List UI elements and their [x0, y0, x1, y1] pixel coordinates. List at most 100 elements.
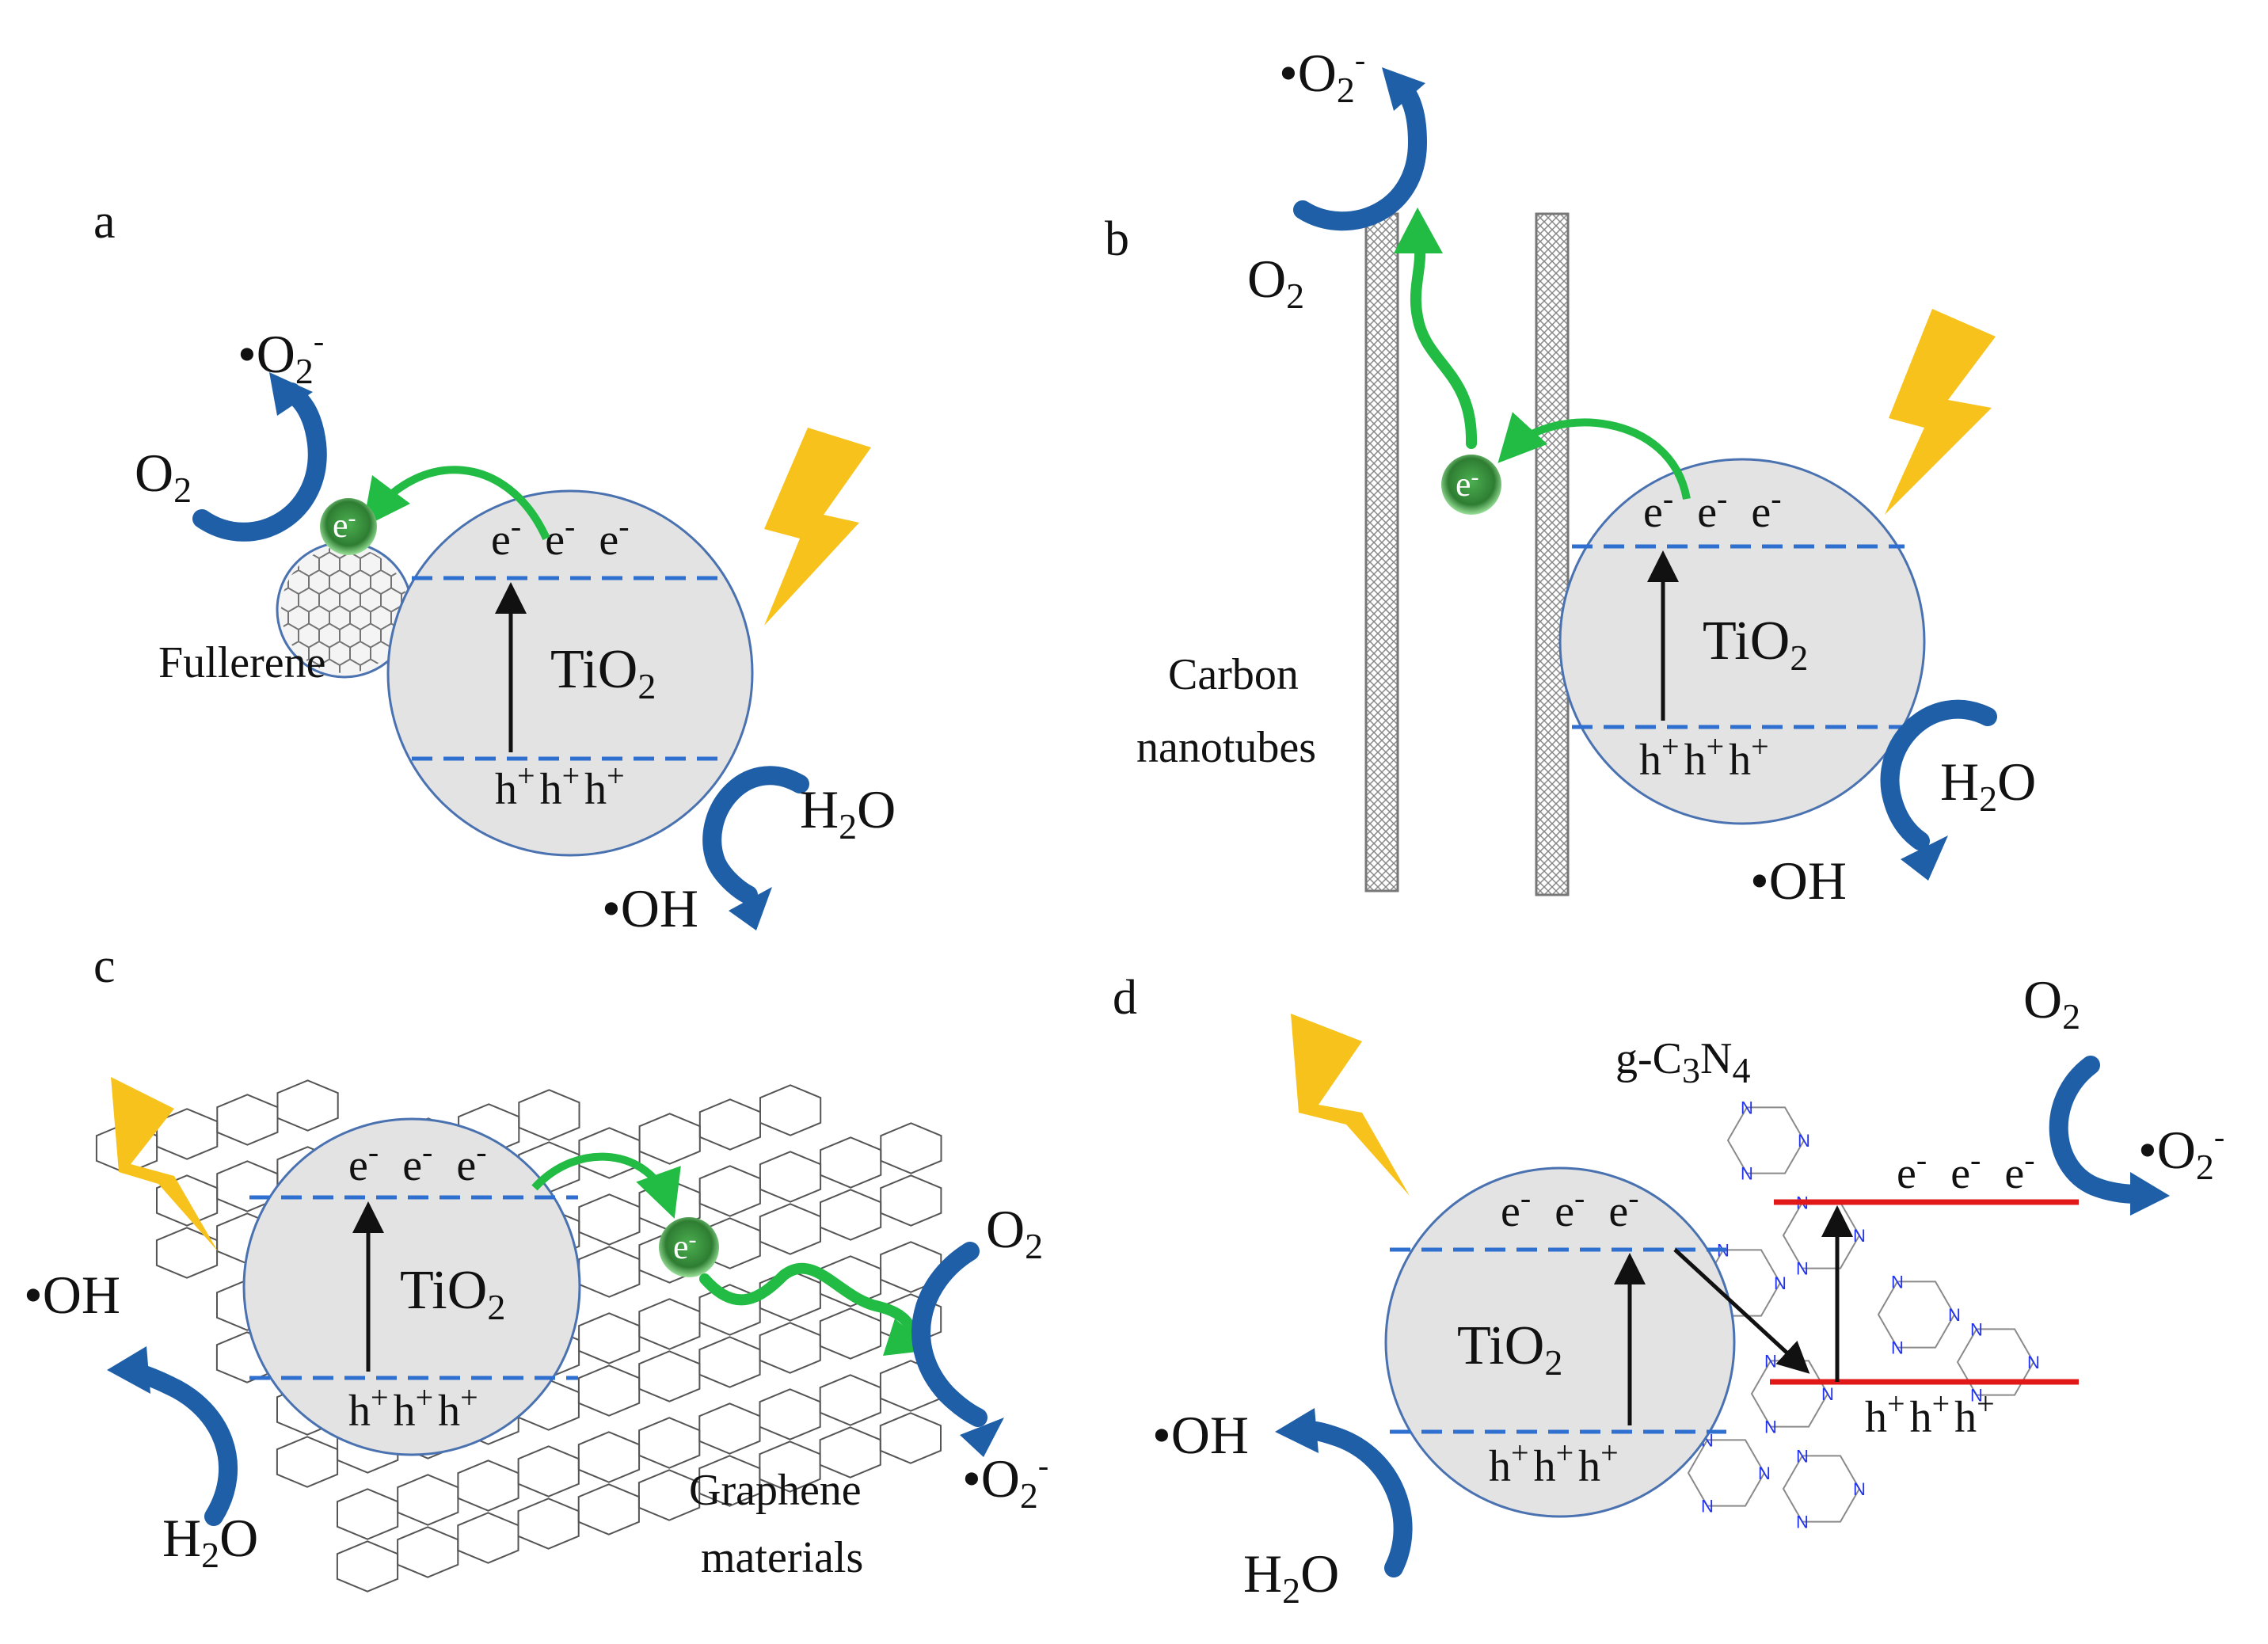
- graphene-cell: [759, 1151, 822, 1203]
- gcn-nitrogen-atom: N: [1774, 1273, 1787, 1293]
- graphene-cell: [638, 1113, 701, 1165]
- reaction-arrow-icon: [702, 766, 809, 904]
- reaction-arrow-icon: [192, 382, 327, 542]
- fullerene-label: Fullerene: [158, 638, 325, 687]
- electron-transfer-arrow: [362, 466, 550, 541]
- graphene-cell: [759, 1269, 821, 1322]
- graphene-cell: [880, 1174, 942, 1227]
- graphene-cell: [880, 1122, 942, 1174]
- tio2-label: TiO2: [1703, 611, 1808, 678]
- superoxide-label: •O2-: [2138, 1119, 2224, 1187]
- hole-labels: h+h+h+: [495, 758, 625, 814]
- gcn-nitrogen-atom: N: [1764, 1351, 1777, 1371]
- nanotube-label-line2: nanotubes: [1136, 723, 1316, 772]
- graphene-cell: [879, 1412, 942, 1464]
- gcn-ring: [1726, 1106, 1806, 1174]
- o2-label: O2: [135, 443, 192, 510]
- reaction-arrowhead: [269, 372, 313, 416]
- panel-c: c Graphene materials TiO2 e-e-e- h+h+h+ …: [24, 939, 1048, 1593]
- panel-a: a Fullerene TiO2 e-e-e- h+h+h+ e- O2 •O2…: [93, 195, 896, 938]
- gcn-nitrogen-atom: N: [1970, 1386, 1983, 1406]
- graphene-cell: [577, 1364, 641, 1417]
- reaction-arrowhead: [1382, 67, 1425, 111]
- electron-icon: e-: [320, 498, 377, 555]
- graphene-cell: [759, 1084, 822, 1136]
- graphene-label-line1: Graphene: [689, 1466, 862, 1515]
- graphene-cell: [759, 1203, 821, 1255]
- graphene-cell: [336, 1540, 399, 1593]
- gcn-nitrogen-atom: N: [1970, 1319, 1983, 1339]
- graphene-cell: [577, 1431, 641, 1483]
- gcn-nitrogen-atom: N: [1741, 1098, 1753, 1117]
- electron-transfer-arrow: [531, 1152, 681, 1219]
- reaction-arrowhead: [960, 1418, 1004, 1457]
- hole-labels: h+h+h+: [1639, 729, 1769, 785]
- graphene-cell: [216, 1094, 279, 1146]
- nanotube-label-line1: Carbon: [1168, 650, 1299, 699]
- gcn-ring: [1782, 1455, 1861, 1523]
- graphene-cell: [276, 1079, 339, 1132]
- panel-a-letter: a: [93, 195, 116, 249]
- panel-d-letter: d: [1113, 971, 1137, 1025]
- graphene-cell: [578, 1127, 641, 1179]
- tio2-particle: [1384, 1166, 1736, 1518]
- tio2-particle: [242, 1117, 581, 1456]
- electron-labels: e-e-e-: [348, 1134, 487, 1190]
- water-label: H2O: [1243, 1543, 1339, 1611]
- water-label: H2O: [162, 1508, 258, 1575]
- electron-icon: e-: [1441, 455, 1501, 515]
- superoxide-label: •O2-: [962, 1448, 1048, 1516]
- gcn-ring: [1750, 1360, 1829, 1428]
- panel-b: b Carbon nanotubes TiO2 e-e-e- h+h+h+ e-…: [1105, 42, 2036, 911]
- gcn-network: NNNNNNNNNNNNNNNNNNNNNNNN: [1687, 1098, 2040, 1532]
- electron-migration-path: [1410, 232, 1478, 449]
- tio2-label: TiO2: [550, 639, 656, 706]
- lightning-icon: [111, 1077, 218, 1251]
- o2-label: O2: [986, 1199, 1043, 1266]
- graphene-cell: [759, 1322, 821, 1374]
- nanotube-right: [1535, 212, 1570, 896]
- reaction-arrowhead: [2130, 1172, 2170, 1216]
- superoxide-label: •O2-: [238, 323, 324, 391]
- gcn-nitrogen-atom: N: [1701, 1497, 1714, 1517]
- water-label: H2O: [1940, 752, 2036, 819]
- gcn-nitrogen-atom: N: [1891, 1272, 1904, 1292]
- graphene-cell: [698, 1165, 761, 1217]
- gcn-ring: [1956, 1328, 2035, 1396]
- gcn-nitrogen-atom: N: [1821, 1384, 1834, 1404]
- hole-labels: h+h+h+: [348, 1380, 478, 1436]
- hydroxyl-label: •OH: [24, 1265, 120, 1325]
- reaction-arrow-icon: [1293, 78, 1428, 231]
- panel-c-letter: c: [93, 939, 116, 993]
- gcn-ring: [1782, 1201, 1861, 1269]
- gcn-nitrogen-atom: N: [1853, 1479, 1866, 1499]
- graphene-cell: [397, 1474, 459, 1526]
- electron-icon: e-: [659, 1217, 719, 1277]
- gcn-nitrogen-atom: N: [1948, 1305, 1961, 1325]
- graphene-cell: [397, 1526, 459, 1578]
- electron-labels: e-e-e-: [1501, 1180, 1639, 1236]
- graphene-cell: [698, 1098, 761, 1151]
- gcn-electron-labels: e-e-e-: [1897, 1142, 2035, 1198]
- gcn-nitrogen-atom: N: [1796, 1259, 1809, 1279]
- panel-d: d NNNNNNNNNNNNNNNNNNNNNNNN g-C3N4 e-e-e-…: [1113, 969, 2224, 1611]
- electron-transfer-arrow: [1497, 412, 1691, 500]
- hydroxyl-label: •OH: [602, 878, 698, 938]
- panel-b-letter: b: [1105, 212, 1129, 266]
- graphene-cell: [638, 1350, 701, 1402]
- reaction-arrowhead: [107, 1346, 150, 1394]
- lightning-icon: [1291, 1014, 1410, 1196]
- reaction-arrow-icon: [1297, 1421, 1413, 1577]
- tio2-particle: [386, 489, 754, 857]
- tio2-label: TiO2: [1457, 1315, 1562, 1383]
- hole-labels: h+h+h+: [1489, 1435, 1619, 1491]
- svg-text:e-: e-: [1456, 464, 1479, 504]
- gcn-ring: [1877, 1281, 1956, 1349]
- graphene-cell: [638, 1298, 701, 1350]
- graphene-cell: [698, 1402, 761, 1455]
- gcn-hole-labels: h+h+h+: [1865, 1386, 1995, 1442]
- graphene-cell: [517, 1497, 580, 1550]
- graphene-cell: [759, 1388, 821, 1440]
- electron-migration-path: [699, 1262, 920, 1344]
- graphene-cell: [518, 1089, 580, 1141]
